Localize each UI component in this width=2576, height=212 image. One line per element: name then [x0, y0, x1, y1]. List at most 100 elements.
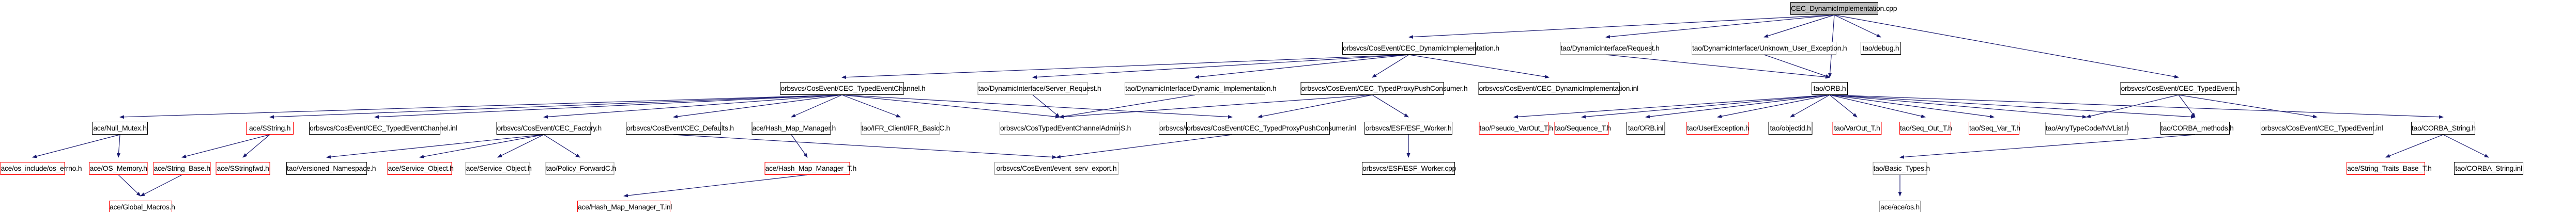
graph-edge — [2178, 94, 2196, 118]
graph-node[interactable]: ace/SString.h — [246, 122, 294, 135]
graph-edge — [326, 134, 544, 159]
graph-node[interactable]: tao/Seq_Out_T.h — [1899, 122, 1952, 135]
graph-edge — [1829, 94, 1926, 118]
graph-node[interactable]: tao/CORBA_String.h — [2411, 122, 2476, 135]
graph-edge — [1605, 54, 1830, 79]
graph-node[interactable]: tao/Versioned_Namespace.h — [286, 162, 376, 175]
graph-node[interactable]: ace/OS_Memory.h — [89, 162, 148, 175]
graph-edge — [1605, 14, 1835, 39]
graph-node[interactable]: tao/DynamicInterface/Server_Request.h — [977, 82, 1101, 95]
graph-edge — [269, 94, 842, 119]
graph-edge — [1764, 14, 1835, 38]
graph-node[interactable]: tao/UserException.h — [1686, 122, 1750, 135]
graph-node[interactable]: orbsvcs/CosEvent/CEC_TypedEventChannel.h — [780, 82, 926, 95]
graph-edge — [1829, 94, 1858, 118]
graph-node[interactable]: ace/Service_Object.h — [465, 162, 532, 175]
graph-node[interactable]: orbsvcs/CosEvent/CEC_DynamicImplementati… — [1478, 82, 1638, 95]
graph-node[interactable]: tao/ORB.inl — [1626, 122, 1665, 135]
graph-edge — [1032, 54, 1409, 79]
graph-edge — [1408, 14, 1835, 39]
graph-node[interactable]: tao/IFR_Client/IFR_BasicC.h — [861, 122, 950, 135]
graph-edge — [1513, 94, 1830, 119]
graph-node[interactable]: ace/SStringfwd.h — [216, 162, 270, 175]
graph-node[interactable]: orbsvcs/CosEvent/CEC_Defaults.h — [626, 122, 734, 135]
graph-edge — [2086, 94, 2179, 118]
graph-edge — [1829, 94, 2196, 119]
graph-edge — [673, 134, 1057, 159]
graph-node[interactable]: orbsvcs/CosTypedEventChannelAdminS.h — [1000, 122, 1131, 135]
graph-edge — [1372, 54, 1409, 78]
graph-edge — [1717, 94, 1830, 118]
graph-edge — [791, 134, 808, 158]
graph-edge — [242, 134, 270, 158]
graph-node[interactable]: tao/Seq_Var_T.h — [1969, 122, 2020, 135]
graph-node[interactable]: ace/Hash_Map_Manager_T.h — [764, 162, 856, 175]
graph-node[interactable]: ace/Service_Object.h — [387, 162, 454, 175]
graph-node[interactable]: orbsvcs/ESF/ESF_Worker.h — [1364, 122, 1452, 135]
graph-node[interactable]: tao/objectid.h — [1768, 122, 1813, 135]
graph-edge — [181, 134, 270, 158]
graph-node[interactable]: tao/DynamicInterface/Dynamic_Implementat… — [1125, 82, 1277, 95]
graph-node[interactable]: tao/debug.h — [1861, 42, 1901, 55]
graph-node[interactable]: ace/Global_Macros.h — [109, 201, 175, 212]
graph-edge — [1581, 94, 1830, 119]
graph-node[interactable]: tao/CORBA_methods.h — [2160, 122, 2234, 135]
graph-edge — [543, 134, 580, 158]
graph-root-node[interactable]: CEC_DynamicImplementation.cpp — [1790, 2, 1897, 15]
graph-node[interactable]: orbsvcs/ESF/ESF_Worker.cpp — [1362, 162, 1456, 175]
graph-node[interactable]: ace/String_Traits_Base_T.h — [2347, 162, 2432, 175]
graph-edge — [117, 134, 121, 158]
graph-node[interactable]: tao/DynamicInterface/Unknown_User_Except… — [1692, 42, 1847, 55]
graph-node[interactable]: tao/Policy_ForwardC.h — [545, 162, 616, 175]
graph-node[interactable]: tao/CORBA_String.inl — [2454, 162, 2523, 175]
graph-edge — [1764, 54, 1830, 78]
graph-node[interactable]: orbsvcs/CosEvent/event_serv_export.h — [994, 162, 1118, 175]
graph-edge — [1829, 94, 1995, 119]
graph-node[interactable]: tao/Pseudo_VarOut_T.h — [1479, 122, 1553, 135]
graph-edge — [623, 174, 808, 198]
graph-edge — [1834, 14, 1881, 38]
graph-edge — [841, 94, 1060, 119]
graph-node[interactable]: tao/Basic_Types.h — [1873, 162, 1930, 175]
graph-edge — [1194, 54, 1409, 79]
graph-node[interactable]: orbsvcs/CosEvent/CEC_TypedProxyPushConsu… — [1300, 82, 1468, 95]
graph-node[interactable]: orbsvcs/CosEvent/CEC_DynamicImplementati… — [1342, 42, 1499, 55]
graph-edge — [791, 94, 842, 118]
graph-node[interactable]: orbsvcs/CosEvent/CEC_TypedEventChannel.i… — [309, 122, 457, 135]
graph-node[interactable]: ace/Null_Mutex.h — [92, 122, 148, 135]
graph-node[interactable]: tao/DynamicInterface/Request.h — [1560, 42, 1660, 55]
graph-edge — [1829, 94, 2087, 119]
graph-edge — [543, 94, 842, 119]
graph-node[interactable]: ace/Hash_Map_Manager.h — [752, 122, 836, 135]
graph-node[interactable]: orbsvcs/CosEvent/CEC_Factory.h — [496, 122, 602, 135]
graph-edge — [1899, 134, 2196, 159]
graph-node[interactable]: orbsvcs/CosEvent/CEC_TypedEvent.h — [2120, 82, 2240, 95]
graph-edge — [1645, 94, 1830, 119]
graph-node[interactable]: tao/VarOut_T.h — [1832, 122, 1882, 135]
graph-edge — [119, 94, 842, 119]
graph-edge — [1059, 94, 1195, 119]
graph-edge — [374, 94, 842, 119]
graph-edge — [841, 94, 901, 118]
graph-edge — [2443, 134, 2489, 158]
graph-edge — [497, 134, 544, 158]
graph-edge — [140, 174, 182, 197]
graph-edge — [32, 134, 120, 158]
graph-node[interactable]: tao/ORB.h — [1812, 82, 1848, 95]
graph-edge — [1372, 94, 1409, 118]
graph-node[interactable]: orbsvcs/CosEvent/CEC_TypedEvent.inl — [2261, 122, 2383, 135]
graph-node[interactable]: ace/Hash_Map_Manager_T.inl — [577, 201, 672, 212]
graph-node[interactable]: orbsvcs/CosEvent/CEC_TypedProxyPushConsu… — [1186, 122, 1356, 135]
graph-node[interactable]: ace/ace/os.h — [1879, 201, 1921, 212]
graph-edge — [2178, 94, 2318, 119]
graph-node[interactable]: tao/Sequence_T.h — [1554, 122, 1611, 135]
graph-edge — [2385, 134, 2444, 158]
graph-edge — [1408, 54, 1550, 79]
graph-edge — [673, 94, 842, 119]
graph-node[interactable]: tao/AnyTypeCode/NVList.h — [2045, 122, 2129, 135]
graph-node[interactable]: ace/os_include/os_errno.h — [0, 162, 82, 175]
graph-node[interactable]: ace/String_Base.h — [153, 162, 211, 175]
graph-edge — [1829, 94, 2444, 119]
